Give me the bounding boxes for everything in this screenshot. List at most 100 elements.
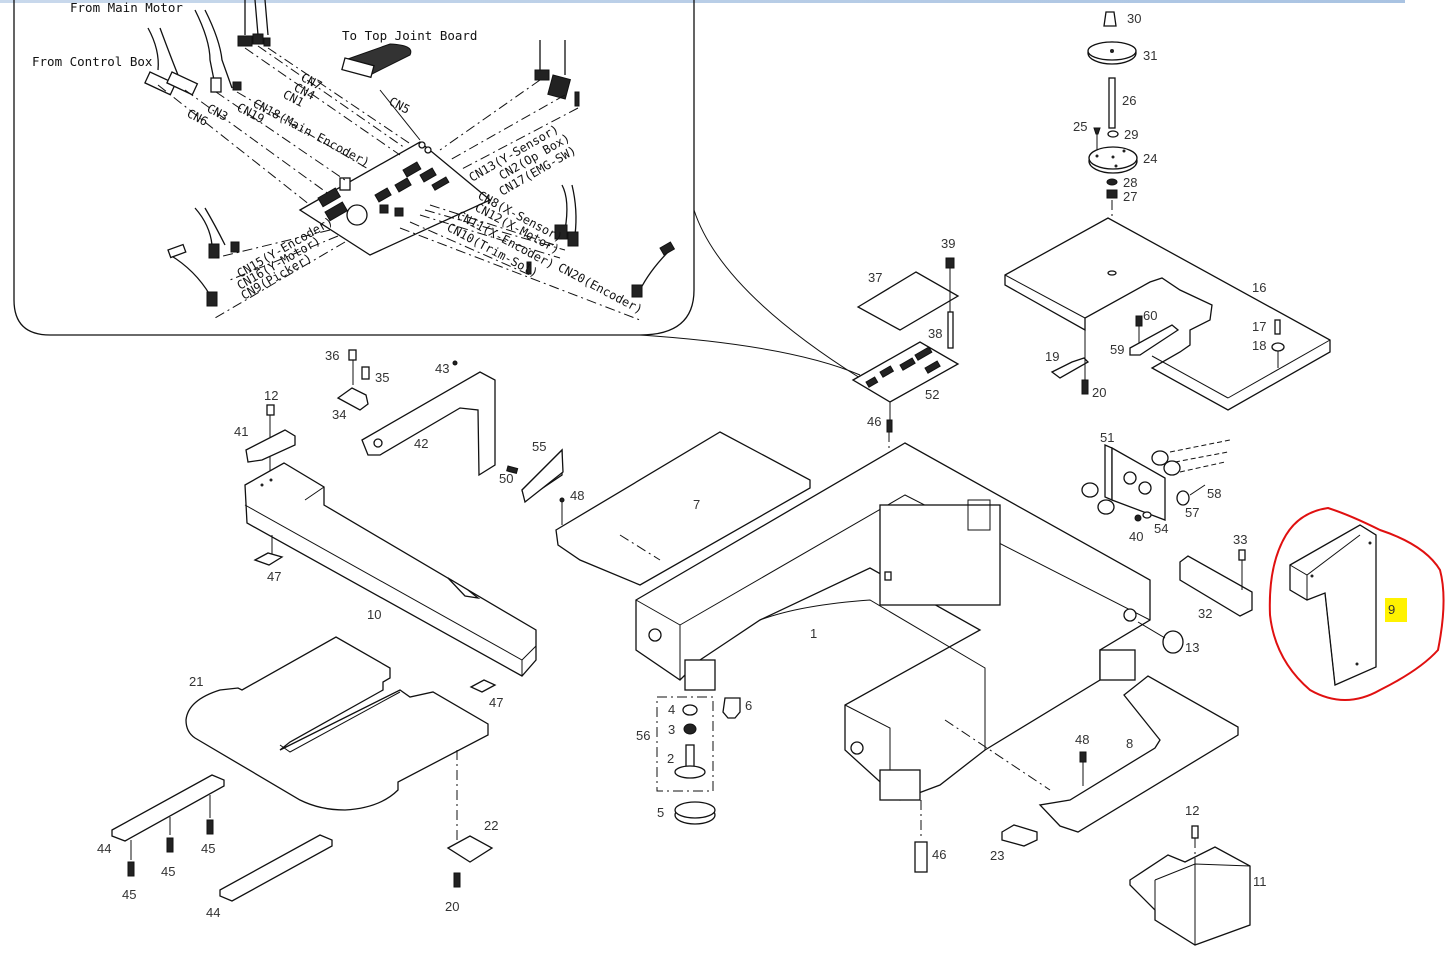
spool-stand-group	[1004, 11, 1331, 411]
part-52-pcb	[851, 341, 960, 403]
label-part-50: 50	[499, 471, 513, 486]
label-part-6: 6	[745, 698, 752, 713]
part-43-screw	[452, 360, 458, 366]
left-upper-parts	[244, 349, 564, 693]
part-21-plate	[185, 636, 489, 811]
label-part-59: 59	[1110, 342, 1124, 357]
part-45-screw-a	[127, 861, 135, 877]
label-part-20-top: 20	[1092, 385, 1106, 400]
label-part-34: 34	[332, 407, 346, 422]
label-part-10: 10	[367, 607, 381, 622]
part-44-bar-lower	[219, 834, 333, 902]
label-part-51: 51	[1100, 430, 1114, 445]
connector-cn15	[208, 243, 220, 259]
part-number-labels: 1 2 3 4 5 6 7 8 9 10 11 12 12 13 16 17 1…	[97, 11, 1395, 920]
part-39-screw	[945, 257, 955, 269]
label-part-58: 58	[1207, 486, 1221, 501]
label-from-main-motor: From Main Motor	[70, 0, 183, 15]
label-part-44-lower: 44	[206, 905, 220, 920]
connector-cn9	[206, 291, 218, 307]
part-47-pad-left	[253, 552, 284, 566]
label-part-12-right: 12	[1185, 803, 1199, 818]
label-part-60: 60	[1143, 308, 1157, 323]
part-45-screw-b	[166, 837, 174, 853]
part-8-plate	[1038, 675, 1239, 833]
label-part-54: 54	[1154, 521, 1168, 536]
part-50-screw	[506, 465, 519, 475]
label-part-21: 21	[189, 674, 203, 689]
part-32-channel	[1179, 555, 1253, 617]
label-part-2: 2	[667, 751, 674, 766]
part-47-pad-right	[469, 679, 497, 693]
part-48-screw-right	[1079, 751, 1087, 763]
foot-assembly	[656, 696, 741, 825]
label-part-28: 28	[1123, 175, 1137, 190]
part-36-screw	[348, 349, 357, 361]
label-part-27: 27	[1123, 189, 1137, 204]
label-part-43: 43	[435, 361, 449, 376]
part-48-screw-left	[559, 497, 565, 503]
base-foot-front	[879, 769, 921, 801]
part-23-block	[1001, 824, 1038, 847]
callout-leader	[639, 334, 861, 376]
part-57-spacer	[1176, 490, 1190, 506]
window-top-border	[0, 0, 1405, 3]
right-small-parts	[1137, 549, 1253, 654]
part-20-screw-lower	[453, 872, 461, 888]
part-12-screw-left	[266, 404, 275, 416]
control-pcb	[298, 141, 492, 256]
label-part-24: 24	[1143, 151, 1157, 166]
label-part-4: 4	[668, 702, 675, 717]
part-9-bracket	[1289, 524, 1377, 686]
label-part-46-top: 46	[867, 414, 881, 429]
label-part-25: 25	[1073, 119, 1087, 134]
label-part-39: 39	[941, 236, 955, 251]
part-29-washer	[1107, 130, 1119, 138]
part-17-screw	[1274, 319, 1281, 335]
label-part-18: 18	[1252, 338, 1266, 353]
label-part-44-upper: 44	[97, 841, 111, 856]
part-30-cap	[1103, 11, 1117, 27]
label-part-45-a: 45	[122, 887, 136, 902]
label-part-41: 41	[234, 424, 248, 439]
label-part-16: 16	[1252, 280, 1266, 295]
part-51-group	[1081, 439, 1231, 522]
label-part-40: 40	[1129, 529, 1143, 544]
part-33-screw	[1238, 549, 1246, 561]
label-part-36: 36	[325, 348, 339, 363]
part-37-cover	[856, 271, 960, 331]
label-part-22: 22	[484, 818, 498, 833]
part-7-plate-group	[555, 431, 811, 586]
label-part-48-right: 48	[1075, 732, 1089, 747]
part-18-washer	[1271, 342, 1285, 352]
label-part-52: 52	[925, 387, 939, 402]
label-part-3: 3	[668, 722, 675, 737]
connector-cn19	[232, 81, 242, 91]
part-3-nut	[683, 723, 697, 735]
label-part-47-left: 47	[267, 569, 281, 584]
label-part-9: 9	[1388, 602, 1395, 617]
label-part-17: 17	[1252, 319, 1266, 334]
part-34-bracket	[336, 387, 369, 411]
part-1-base	[635, 442, 1151, 801]
label-part-42: 42	[414, 436, 428, 451]
part-11-cover	[1129, 846, 1251, 946]
label-part-12-left: 12	[264, 388, 278, 403]
connector-cn12	[567, 231, 579, 247]
label-part-32: 32	[1198, 606, 1212, 621]
connector-cn2	[547, 74, 571, 100]
connector-cn7	[237, 35, 253, 47]
label-to-top-joint-board: To Top Joint Board	[342, 28, 477, 43]
label-part-37: 37	[868, 270, 882, 285]
label-part-56: 56	[636, 728, 650, 743]
connector-cn8	[554, 224, 568, 240]
part-22-pad	[446, 835, 494, 863]
label-part-57: 57	[1185, 505, 1199, 520]
connector-cn3	[166, 71, 199, 96]
label-part-33: 33	[1233, 532, 1247, 547]
label-part-29: 29	[1124, 127, 1138, 142]
part-27-nut	[1106, 189, 1118, 199]
part-56-box	[656, 696, 714, 792]
highlight-circle	[1268, 506, 1445, 701]
part-58-screw	[1189, 484, 1206, 496]
